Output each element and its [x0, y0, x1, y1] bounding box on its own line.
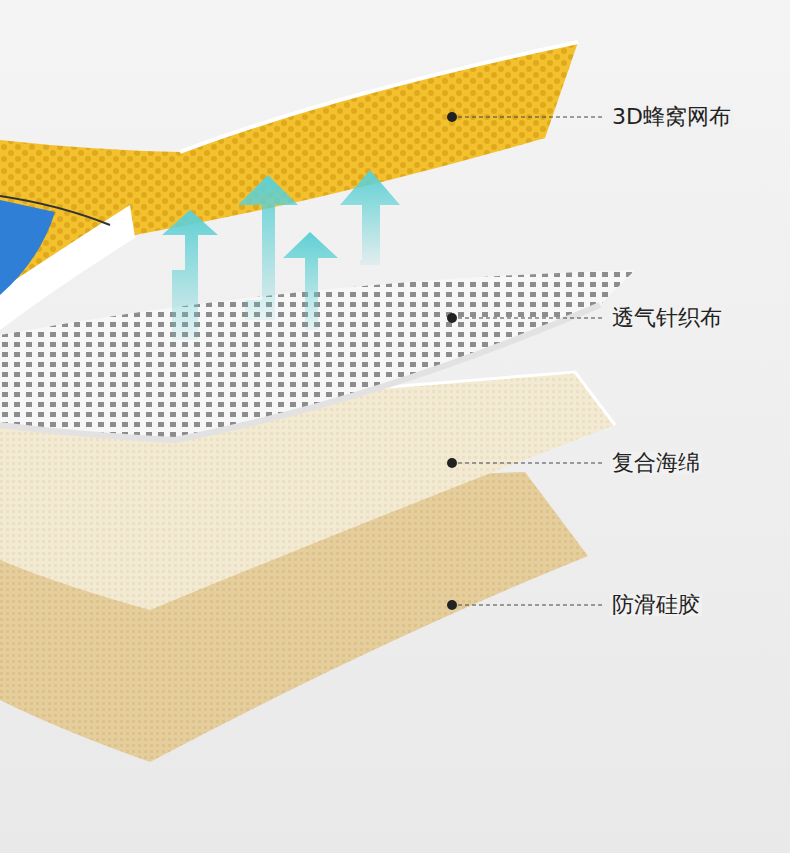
part-label: 防滑硅胶	[610, 594, 702, 616]
part-label: 透气针织布	[610, 307, 724, 329]
part-label: 3D蜂窝网布	[610, 106, 733, 128]
part-label: 复合海绵	[610, 452, 702, 474]
